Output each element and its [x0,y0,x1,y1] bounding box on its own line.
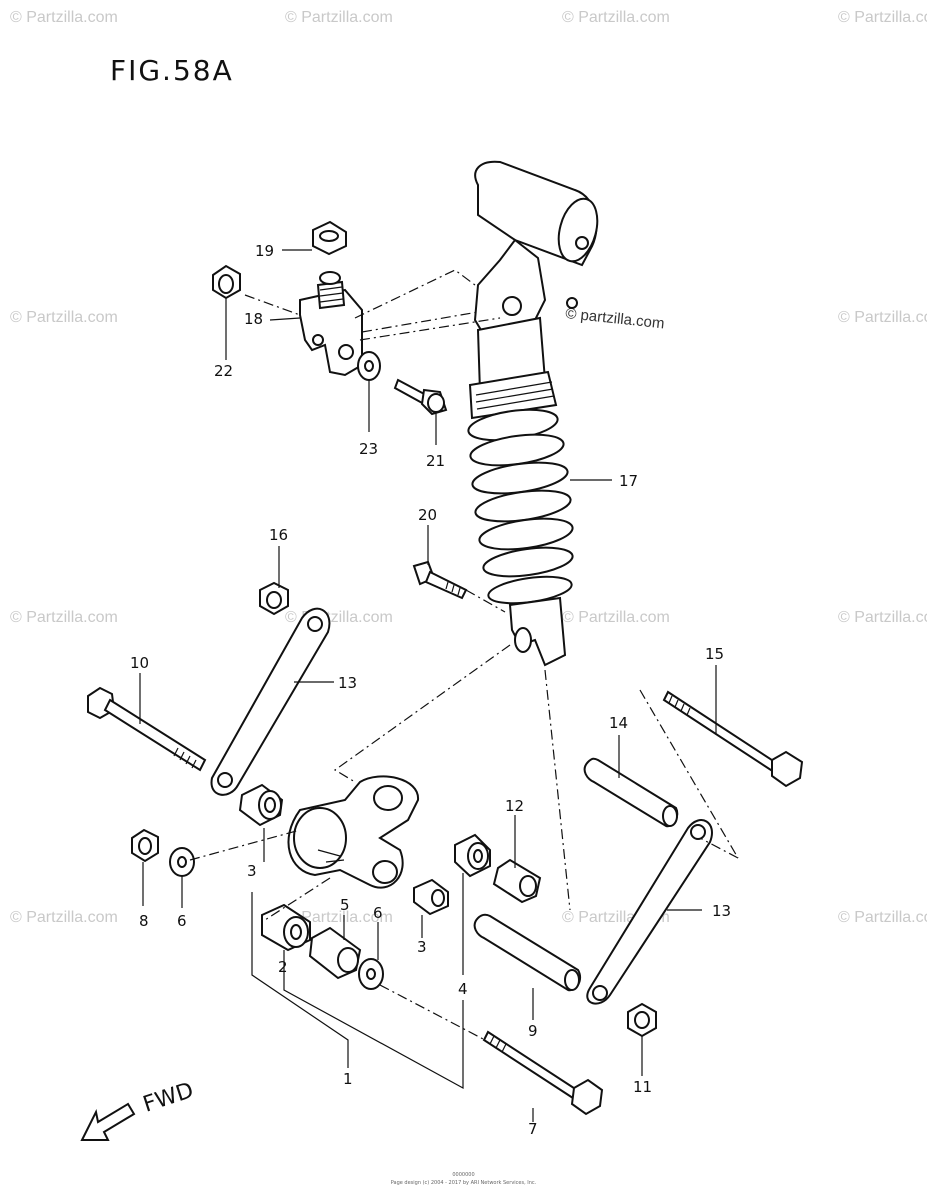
watermarks: © Partzilla.com © Partzilla.com © Partzi… [10,9,927,926]
washer-6-right[interactable] [358,958,384,990]
collar-12[interactable] [492,858,542,904]
bolt-15[interactable] [662,690,804,788]
shock-spring [467,408,574,605]
nut-19[interactable] [312,220,347,256]
watermark-text: © Partzilla.com [10,609,118,626]
watermark-text: © Partzilla.com [10,9,118,26]
callout-8[interactable]: 8 [139,912,149,930]
callout-3[interactable]: 3 [247,862,257,880]
spacer-14[interactable] [583,757,679,828]
bushing-3-lower[interactable] [413,878,449,916]
bushing-4[interactable] [454,833,491,878]
callout-14[interactable]: 14 [609,714,628,732]
watermark-center-text: © partzilla.com [565,305,666,332]
nut-16[interactable] [259,581,289,616]
callout-20[interactable]: 20 [418,506,437,524]
fwd-indicator: FWD [80,1078,197,1141]
tie-rod-right[interactable] [586,819,713,1005]
leader-lines [139,249,717,1122]
fwd-arrow-icon [80,1102,136,1141]
callout-18[interactable]: 18 [244,310,263,328]
callout-11[interactable]: 11 [633,1078,652,1096]
callout-4[interactable]: 4 [458,980,468,998]
watermark-text: © Partzilla.com [10,309,118,326]
watermark-text: © Partzilla.com [285,9,393,26]
callout-10[interactable]: 10 [130,654,149,672]
callout-5[interactable]: 5 [340,896,350,914]
fwd-label: FWD [140,1078,197,1118]
cushion-lever[interactable] [287,775,420,889]
callout-7[interactable]: 7 [528,1120,538,1138]
callout-15[interactable]: 15 [705,645,724,663]
footer-code: 0000000 [452,1172,475,1178]
callout-6[interactable]: 6 [373,904,383,922]
shock-absorber[interactable] [466,160,603,667]
callout-16[interactable]: 16 [269,526,288,544]
callout-17[interactable]: 17 [619,472,638,490]
watermark-text: © Partzilla.com [838,909,927,926]
callout-21[interactable]: 21 [426,452,445,470]
watermark-text: © Partzilla.com [562,9,670,26]
washer-6-left[interactable] [169,847,195,877]
callout-2[interactable]: 2 [278,958,288,976]
washer-23[interactable] [357,351,381,381]
bolt-10[interactable] [87,686,207,772]
watermark-text: © Partzilla.com [285,909,393,926]
exploded-lines [189,269,739,1041]
shock-upper-bracket[interactable] [299,271,363,377]
watermark-text: © Partzilla.com [838,309,927,326]
bolt-20[interactable] [412,560,468,600]
tie-rod-left[interactable] [210,607,331,796]
nut-11[interactable] [627,1002,657,1038]
callout-13[interactable]: 13 [338,674,357,692]
callout-3[interactable]: 3 [417,938,427,956]
figure-title: FIG.58A [110,54,234,87]
footer-copyright: Page design (c) 2004 - 2017 by ARI Netwo… [390,1180,537,1186]
bolt-21[interactable] [393,378,448,416]
callout-9[interactable]: 9 [528,1022,538,1040]
bushing-2[interactable] [261,903,311,952]
nut-22[interactable] [212,264,241,300]
callout-23[interactable]: 23 [359,440,378,458]
watermark-text: © Partzilla.com [838,609,927,626]
watermark-text: © Partzilla.com [10,909,118,926]
bolt-7[interactable] [482,1030,604,1116]
watermark-text: © Partzilla.com [838,9,927,26]
spacer-9[interactable] [473,913,582,992]
watermark-text: © Partzilla.com [562,609,670,626]
callout-6[interactable]: 6 [177,912,187,930]
bushing-3-upper[interactable] [238,783,284,827]
callout-22[interactable]: 22 [214,362,233,380]
callout-1[interactable]: 1 [343,1070,353,1088]
nut-8[interactable] [131,828,159,863]
collar-5[interactable] [308,926,362,980]
callout-numbers: 19 18 22 23 21 17 20 16 10 13 15 14 12 1… [130,242,731,1138]
callout-19[interactable]: 19 [255,242,274,260]
callout-13[interactable]: 13 [712,902,731,920]
callout-12[interactable]: 12 [505,797,524,815]
